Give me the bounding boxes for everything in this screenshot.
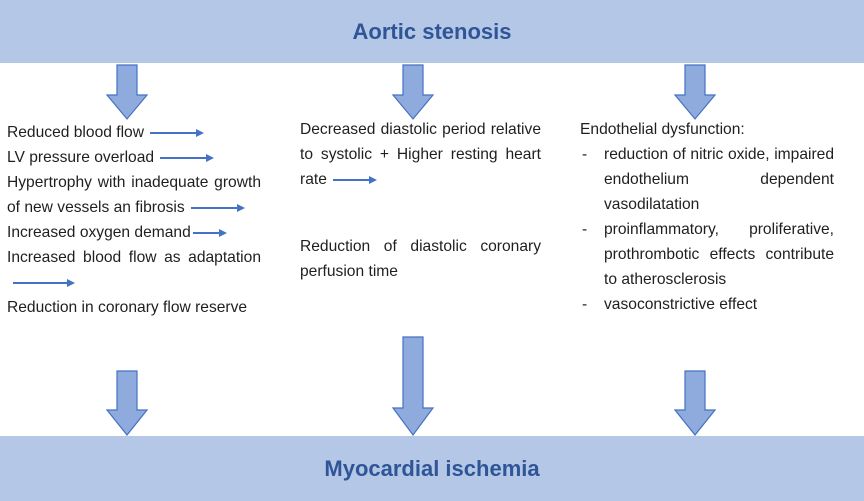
right-bullet-vasoconstrictive: vasoconstrictive effect bbox=[580, 292, 834, 317]
left-line-reduced-blood-flow: Reduced blood flow bbox=[7, 120, 261, 145]
right-arrow-icon bbox=[192, 228, 227, 237]
left-column: Reduced blood flow LV pressure overload … bbox=[7, 120, 261, 320]
middle-paragraph-text: Decreased diastolic period relative to s… bbox=[300, 121, 541, 188]
left-line-blood-flow-adaptation: Increased blood flow as adaptation bbox=[7, 245, 261, 295]
bottom-banner: Myocardial ischemia bbox=[0, 436, 864, 501]
left-line-hypertrophy: Hypertrophy with inadequate growth of ne… bbox=[7, 170, 261, 220]
left-line-oxygen-demand: Increased oxygen demand bbox=[7, 220, 261, 245]
top-banner-title: Aortic stenosis bbox=[352, 18, 512, 44]
right-heading: Endothelial dysfunction: bbox=[580, 121, 745, 138]
left-line-text: Increased blood flow as adaptation bbox=[7, 249, 261, 266]
down-arrow-icon bbox=[674, 370, 716, 436]
left-line-lv-pressure: LV pressure overload bbox=[7, 145, 261, 170]
right-bullet-list: reduction of nitric oxide, impaired endo… bbox=[580, 142, 834, 317]
left-line-coronary-reserve: Reduction in coronary flow reserve bbox=[7, 299, 248, 316]
down-arrow-icon bbox=[392, 336, 434, 436]
left-line-text: LV pressure overload bbox=[7, 149, 155, 166]
top-banner: Aortic stenosis bbox=[0, 0, 864, 63]
right-arrow-icon bbox=[332, 175, 377, 184]
middle-paragraph-diastolic-period: Decreased diastolic period relative to s… bbox=[300, 117, 541, 192]
down-arrow-icon bbox=[106, 370, 148, 436]
right-arrow-icon bbox=[190, 203, 245, 212]
down-arrow-icon bbox=[674, 64, 716, 120]
right-arrow-icon bbox=[149, 128, 204, 137]
left-line-text: Reduced blood flow bbox=[7, 124, 144, 141]
right-bullet-proinflammatory: proinflammatory, proliferative, prothrom… bbox=[580, 217, 834, 292]
middle-paragraph-perfusion-time: Reduction of diastolic coronary perfusio… bbox=[300, 238, 541, 280]
left-line-text: Hypertrophy with inadequate growth of ne… bbox=[7, 174, 261, 216]
bottom-banner-title: Myocardial ischemia bbox=[324, 455, 540, 481]
right-bullet-nitric-oxide: reduction of nitric oxide, impaired endo… bbox=[580, 142, 834, 217]
middle-column: Decreased diastolic period relative to s… bbox=[300, 117, 541, 284]
right-arrow-icon bbox=[13, 278, 75, 287]
down-arrow-icon bbox=[392, 64, 434, 120]
left-line-text: Increased oxygen demand bbox=[7, 224, 191, 241]
right-column: Endothelial dysfunction: reduction of ni… bbox=[580, 117, 834, 317]
down-arrow-icon bbox=[106, 64, 148, 120]
right-arrow-icon bbox=[160, 153, 215, 162]
